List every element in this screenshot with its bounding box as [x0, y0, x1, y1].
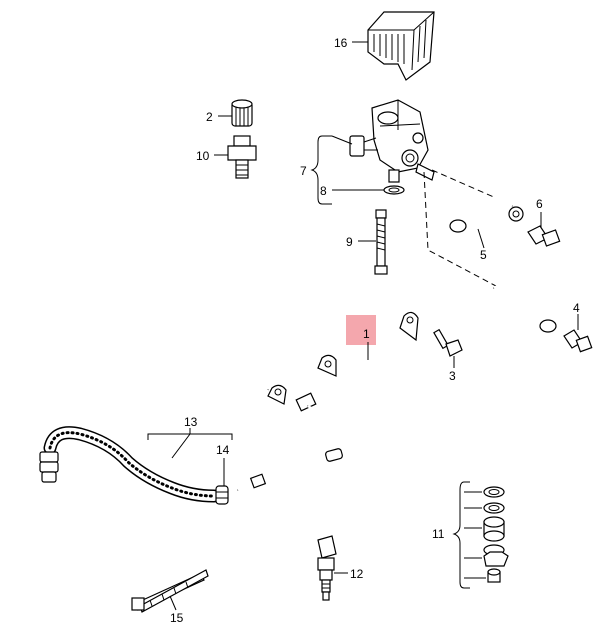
label-10: 10: [196, 149, 210, 163]
label-15: 15: [170, 611, 184, 625]
label-16: 16: [334, 36, 348, 50]
assembly-line-pump-pipe: [431, 169, 497, 199]
part-10-union[interactable]: [227, 135, 257, 179]
label-9: 9: [346, 235, 353, 249]
part-4-bolt[interactable]: [563, 329, 593, 353]
leader-7: [331, 135, 353, 145]
label-5: 5: [480, 248, 487, 262]
label-3: 3: [449, 369, 456, 383]
bracket-7: [310, 135, 332, 205]
part-14-clamp[interactable]: [215, 485, 229, 505]
label-8: 8: [320, 184, 327, 198]
label-6: 6: [536, 197, 543, 211]
label-12: 12: [350, 567, 364, 581]
part-6-bolt[interactable]: [527, 225, 561, 247]
part-16-cover[interactable]: [367, 11, 435, 81]
label-4: 4: [573, 301, 580, 315]
part-1-highlight: [346, 315, 376, 345]
part-11-seal-kit[interactable]: [483, 486, 509, 583]
part-9-bolt[interactable]: [374, 209, 388, 275]
leader-13a: [171, 433, 191, 459]
bracket-11: [452, 481, 470, 589]
part-3-bolt[interactable]: [433, 328, 463, 357]
label-7: 7: [300, 164, 307, 178]
part-8-seal[interactable]: [383, 169, 405, 195]
part-1-fuel-rail[interactable]: [237, 284, 557, 492]
label-1: 1: [363, 327, 370, 341]
high-pressure-pump[interactable]: [349, 99, 435, 181]
label-13: 13: [184, 415, 198, 429]
label-11: 11: [432, 527, 445, 541]
leader-15: [169, 595, 177, 611]
label-2: 2: [206, 110, 213, 124]
part-13-hose[interactable]: [39, 426, 221, 503]
bracket-13: [147, 433, 233, 440]
part-12-sensor[interactable]: [317, 535, 337, 601]
leader-5: [477, 228, 485, 249]
part-2-cap[interactable]: [231, 99, 253, 127]
label-14: 14: [216, 443, 230, 457]
part-15-cable-ties[interactable]: [131, 569, 209, 613]
part-5-pipe[interactable]: [449, 200, 524, 233]
